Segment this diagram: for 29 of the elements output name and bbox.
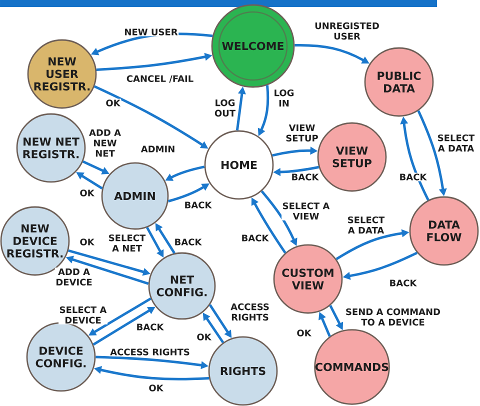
edge-label: OK [148,384,164,392]
edge-label: LOG IN [272,88,296,108]
edge-label: SELECT A DATA [436,134,476,152]
edge-label: BACK [136,322,164,332]
edge-label: BACK [398,172,428,182]
edge-label: ADMIN [140,144,176,154]
edge-label: SELECT A DATA [346,216,386,234]
edge-label: ACCESS RIGHTS [230,302,270,322]
edge-label: OK [78,188,96,198]
edge-label: OK [296,328,312,338]
edge-label: OK [104,98,122,108]
edge-label: BACK [388,278,418,288]
edge-label: CANCEL /FAIL [126,74,194,84]
edge-label: LOG OUT [214,98,236,118]
edge-label: OK [78,238,96,246]
edge-label: SELECT A VIEW [282,202,330,220]
edge-label: VIEW SETUP [284,124,320,142]
edge-label: SELECT A DEVICE [58,306,108,324]
edge-label: ADD A NEW NET [88,128,122,158]
edge-label: BACK [174,238,202,246]
edge-label: BACK [290,172,320,182]
edge-label: SEND A COMMAND TO A DEVICE [344,308,442,326]
edge-label: NEW USER [123,28,179,36]
edge-label: BACK [240,234,270,242]
edge-label: ADD A DEVICE [54,268,94,286]
edge-label: ACCESS RIGHTS [109,348,191,356]
edge-label: UNREGISTED USER [314,22,380,40]
edge-label: SELECT A NET [108,234,146,252]
edge-label: BACK [184,200,212,210]
